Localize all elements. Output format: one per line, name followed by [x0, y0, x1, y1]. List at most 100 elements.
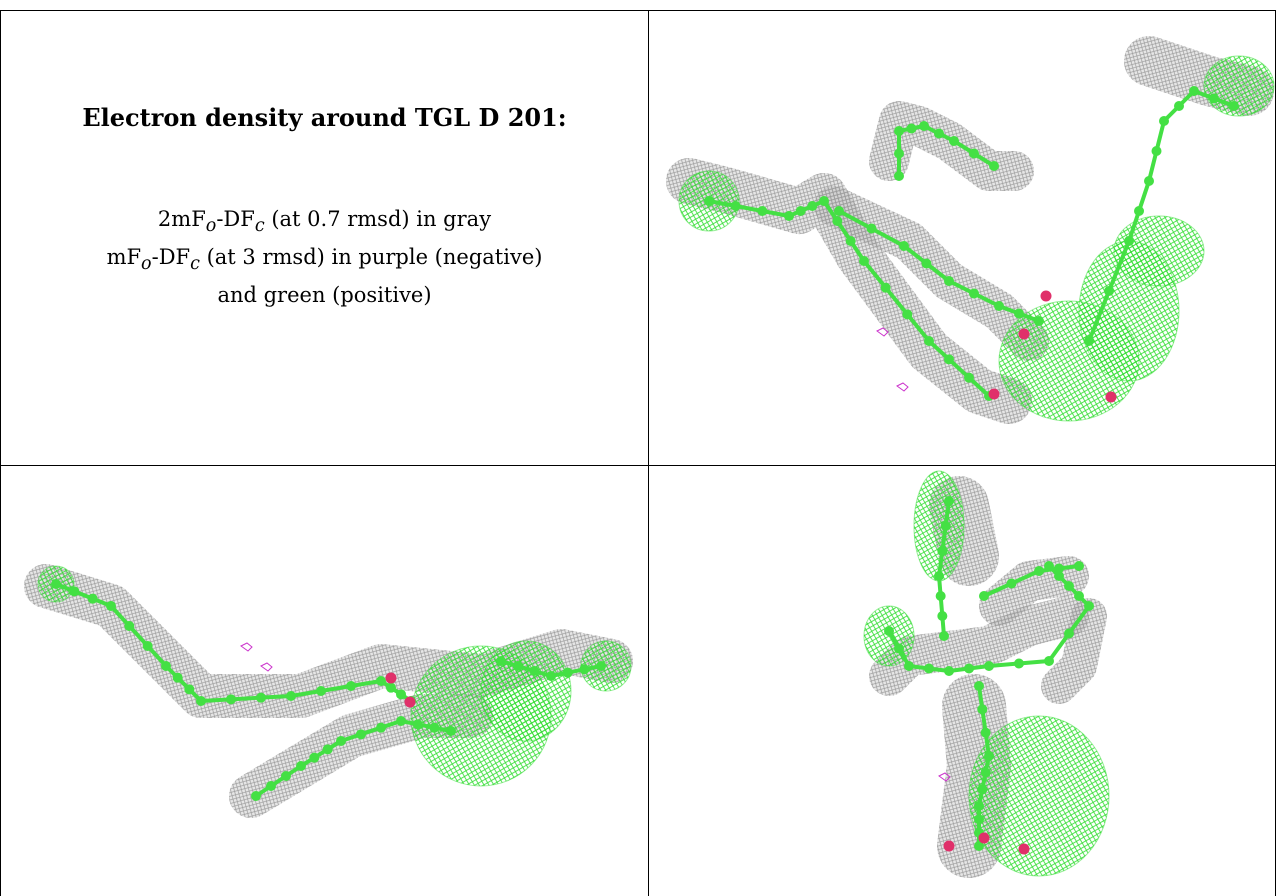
- chain-2-atom: [1044, 656, 1054, 666]
- chain-2-atom: [994, 301, 1004, 311]
- chain-2-atom: [396, 716, 406, 726]
- chain-2-atom: [921, 258, 932, 269]
- chain-2-atom: [899, 241, 909, 251]
- chain-2-atom: [1054, 571, 1064, 581]
- chain-1-atom: [256, 692, 266, 703]
- chain-2-atom: [1014, 658, 1024, 669]
- oxygen-atom: [385, 672, 397, 684]
- chain-1-atom: [142, 641, 153, 651]
- density-render-1: [666, 36, 1275, 424]
- chain-3-atom: [894, 171, 904, 181]
- center-border: [648, 10, 649, 896]
- chain-2-atom: [1084, 601, 1094, 611]
- chain-2-atom: [446, 726, 456, 736]
- chain-2-atom: [904, 661, 914, 671]
- chain-4-atom: [974, 841, 984, 851]
- legend-text: 2mFo-DFc (at 0.7 rmsd) in gray mFo-DFc (…: [1, 204, 648, 311]
- top-border: [0, 10, 1276, 11]
- middle-border: [0, 465, 1276, 466]
- chain-1-atom: [940, 521, 951, 531]
- chain-2-atom: [884, 626, 894, 636]
- chain-3-atom: [934, 128, 944, 139]
- oxygen-atom: [1018, 328, 1030, 340]
- chain-1-atom: [819, 196, 829, 206]
- chain-1-atom: [944, 496, 954, 506]
- chain-2-atom: [969, 288, 979, 299]
- chain-2-atom: [1064, 581, 1074, 591]
- chain-3-atom: [1034, 566, 1044, 576]
- chain-3-atom: [949, 136, 959, 146]
- chain-3-atom: [512, 661, 523, 671]
- chain-4-atom: [1124, 236, 1134, 246]
- chain-1-atom: [832, 216, 843, 226]
- chain-4-atom: [1209, 93, 1219, 104]
- chain-1-atom: [944, 354, 954, 365]
- chain-3-atom: [579, 664, 590, 675]
- chain-2-atom: [281, 771, 291, 781]
- chain-2-atom: [1014, 308, 1024, 319]
- chain-1-atom: [69, 586, 80, 597]
- chain-1-atom: [939, 631, 949, 641]
- chain-4-atom: [1229, 101, 1239, 111]
- chain-2-atom: [336, 736, 346, 746]
- green-density-1: [968, 715, 1110, 877]
- oxygen-atom: [1105, 391, 1117, 403]
- chain-3-atom: [919, 121, 929, 131]
- chain-1-atom: [161, 661, 171, 671]
- density-view-top-right: [649, 11, 1275, 465]
- oxygen-atom: [943, 840, 955, 852]
- chain-3-atom: [906, 123, 917, 134]
- chain-1-atom: [859, 256, 869, 266]
- chain-2-atom: [309, 752, 320, 763]
- density-render-2: [24, 564, 633, 818]
- chain-1-atom: [184, 684, 195, 695]
- legend-cell: Electron density around TGL D 201: 2mFo-…: [1, 11, 648, 465]
- chain-3-atom: [894, 148, 904, 159]
- chain-3-atom: [1074, 561, 1084, 571]
- chain-2-atom: [866, 223, 877, 234]
- chain-4-atom: [984, 751, 994, 761]
- chain-1-atom: [757, 206, 768, 216]
- chain-2-atom: [296, 761, 306, 771]
- chain-1-atom: [935, 591, 946, 601]
- chain-1-atom: [226, 694, 236, 705]
- chain-1-atom: [51, 579, 61, 589]
- chain-1-atom: [286, 691, 296, 701]
- oxygen-atom: [1018, 843, 1030, 855]
- chain-2-atom: [944, 666, 954, 676]
- oxygen-atom: [404, 696, 416, 708]
- chain-2-atom: [924, 663, 934, 674]
- chain-3-atom: [969, 148, 979, 159]
- chain-1-atom: [346, 681, 356, 691]
- chain-1-atom: [845, 236, 856, 246]
- chain-2-atom: [429, 722, 440, 733]
- left-border: [0, 10, 1, 896]
- chain-1-atom: [730, 201, 741, 211]
- chain-1-atom: [807, 201, 818, 211]
- chain-4-atom: [1151, 146, 1162, 156]
- chain-4-atom: [1189, 86, 1199, 96]
- chain-4-atom: [1134, 206, 1144, 216]
- figure-grid: Electron density around TGL D 201: 2mFo-…: [0, 10, 1276, 896]
- chain-1-atom: [386, 682, 396, 693]
- gray-density-d-shade: [1041, 598, 1107, 704]
- gray-density-b-shade: [869, 596, 1089, 696]
- chain-3-atom: [529, 666, 540, 676]
- chain-4-atom: [1144, 176, 1154, 186]
- chain-2-atom: [376, 722, 386, 733]
- chain-2-atom: [944, 276, 954, 286]
- chain-4-atom: [974, 801, 984, 811]
- chain-1-atom: [376, 676, 386, 686]
- legend-line-green: and green (positive): [217, 283, 432, 308]
- chain-2-atom: [1064, 628, 1074, 639]
- chain-1-atom: [106, 601, 116, 611]
- chain-2-atom: [412, 719, 423, 730]
- chain-4-atom: [1104, 286, 1114, 296]
- legend-line-mfo: mFo-DFc (at 3 rmsd) in purple (negative): [106, 245, 543, 275]
- chain-1-atom: [196, 696, 206, 706]
- chain-1-atom: [937, 611, 948, 621]
- gray-density-b: [869, 596, 1089, 696]
- chain-2-atom: [964, 663, 974, 674]
- chain-4-atom: [977, 704, 988, 715]
- chain-4-atom: [1159, 116, 1169, 126]
